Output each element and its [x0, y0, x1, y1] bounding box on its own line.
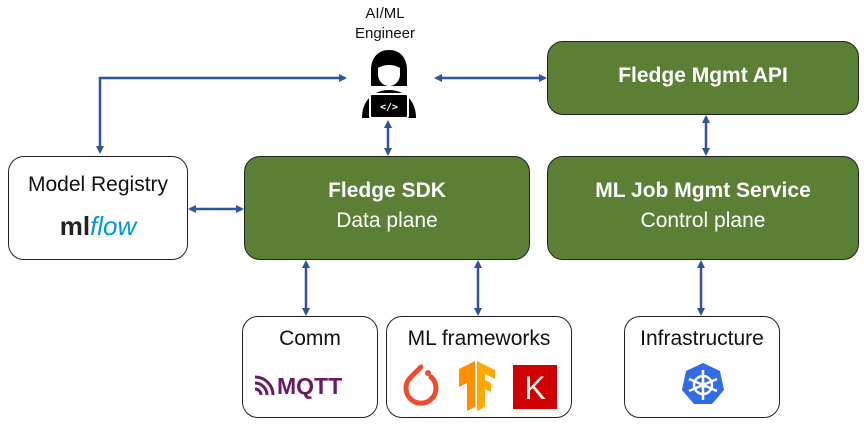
- framework-logos: K: [403, 361, 557, 411]
- fledge-sdk-title: Fledge SDK: [328, 179, 446, 202]
- model-registry-box: Model Registry mlflow: [8, 156, 188, 260]
- keras-icon: K: [513, 365, 557, 409]
- pytorch-icon: [403, 364, 439, 406]
- engineer-label-line2: Engineer: [354, 25, 416, 42]
- engineer-label-line1: AI/ML: [365, 5, 405, 22]
- mlflow-logo: mlflow: [9, 211, 187, 242]
- svg-text:</>: </>: [380, 102, 398, 113]
- engineer-label: AI/ML Engineer: [333, 4, 437, 44]
- mlflow-logo-ml: ml: [59, 211, 91, 241]
- infrastructure-box: Infrastructure: [624, 316, 780, 418]
- kubernetes-icon: [682, 363, 724, 404]
- developer-laptop-icon: </>: [362, 50, 416, 119]
- comm-title: Comm: [279, 327, 341, 350]
- tensorflow-icon: [459, 361, 495, 411]
- fledge-mgmt-api-title: Fledge Mgmt API: [618, 64, 788, 87]
- infrastructure-title: Infrastructure: [640, 327, 764, 350]
- fledge-mgmt-api-box: Fledge Mgmt API: [547, 41, 859, 115]
- fledge-sdk-subtitle: Data plane: [336, 209, 438, 232]
- mqtt-logo: MQTT: [243, 369, 377, 399]
- arrow-engineer-registry: [96, 74, 347, 154]
- ml-job-mgmt-service-subtitle: Control plane: [640, 209, 766, 232]
- fledge-sdk-box: Fledge SDK Data plane: [244, 156, 530, 260]
- mqtt-logo-text: MQTT: [277, 373, 342, 399]
- mlflow-logo-flow: flow: [90, 211, 137, 241]
- ml-frameworks-box: ML frameworks K: [386, 316, 572, 418]
- ml-job-mgmt-service-box: ML Job Mgmt Service Control plane: [547, 156, 859, 260]
- mqtt-signal-icon: MQTT: [254, 373, 342, 399]
- keras-letter: K: [524, 370, 545, 406]
- ml-frameworks-title: ML frameworks: [407, 327, 551, 350]
- ml-job-mgmt-service-title: ML Job Mgmt Service: [595, 179, 811, 202]
- model-registry-title: Model Registry: [27, 173, 169, 196]
- comm-box: Comm MQTT: [242, 316, 378, 418]
